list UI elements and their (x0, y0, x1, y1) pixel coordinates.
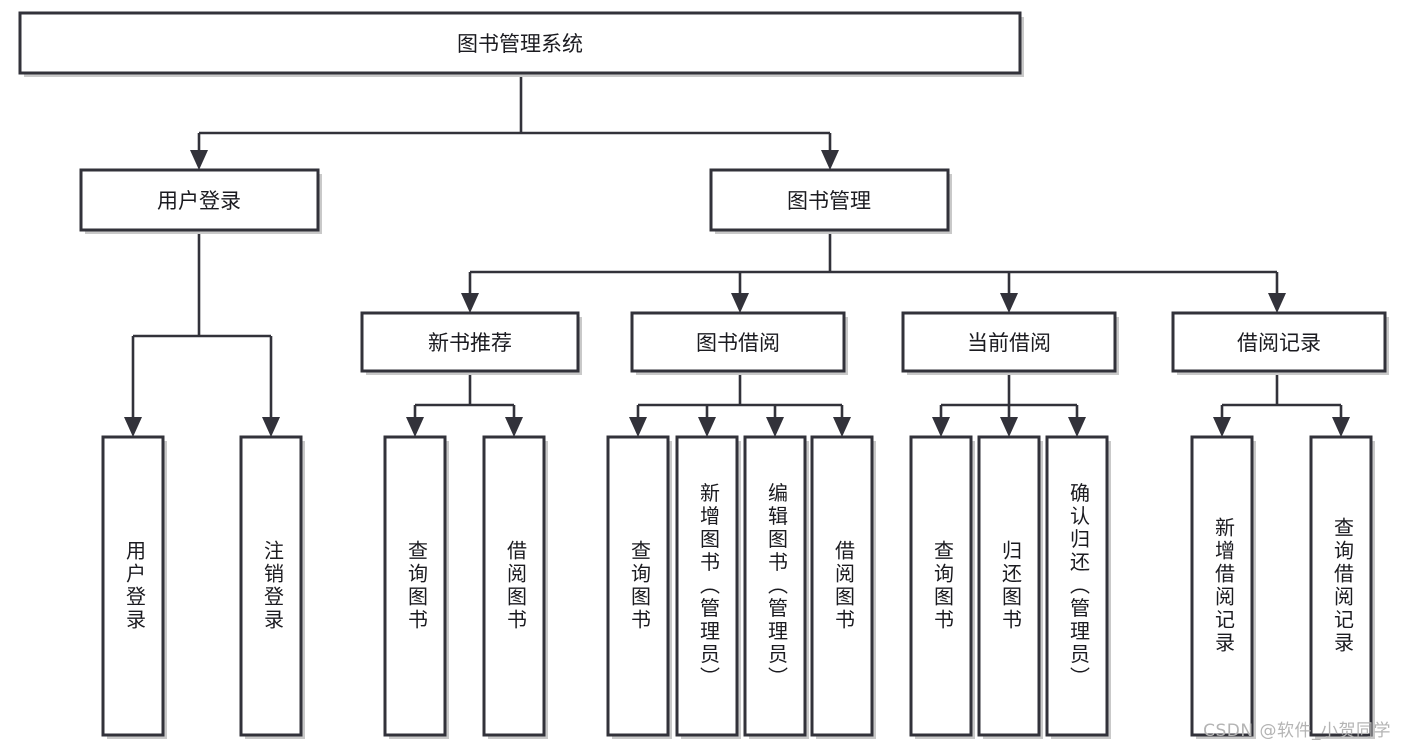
node-leaf-borrow-book-1[interactable]: 借阅图书 (482, 435, 548, 739)
node-leaf-query-book-1-label: 查询图书 (405, 540, 429, 632)
node-leaf-user-login-label: 用户登录 (123, 540, 147, 632)
node-leaf-query-book-2-label: 查询图书 (628, 540, 652, 632)
node-leaf-logout-login[interactable]: 注销登录 (239, 435, 305, 739)
node-new-book-recommend-label: 新书推荐 (428, 331, 512, 355)
node-leaf-return-book[interactable]: 归还图书 (977, 435, 1043, 739)
node-book-management-label: 图书管理 (787, 189, 871, 213)
node-leaf-confirm-return-label: 确认归还（管理员） (1067, 482, 1091, 689)
node-leaf-edit-book[interactable]: 编辑图书（管理员） (743, 435, 809, 739)
node-borrow-record-label: 借阅记录 (1237, 331, 1321, 355)
node-leaf-query-record-label: 查询借阅记录 (1331, 517, 1355, 655)
arrow-to-leaf-add-book (698, 417, 716, 437)
node-book-borrow[interactable]: 图书借阅 (630, 311, 848, 375)
node-leaf-logout-login-label: 注销登录 (261, 540, 285, 632)
arrow-to-borrow-record (1268, 293, 1286, 313)
arrow-to-leaf-query-book-1 (406, 417, 424, 437)
arrow-to-leaf-query-book-3 (932, 417, 950, 437)
node-leaf-edit-book-label: 编辑图书（管理员） (765, 482, 789, 689)
connectors-user-login-to-leaves (124, 232, 280, 437)
node-borrow-record[interactable]: 借阅记录 (1171, 311, 1389, 375)
node-leaf-add-record-label: 新增借阅记录 (1212, 517, 1236, 655)
node-leaf-borrow-book-2-label: 借阅图书 (832, 540, 856, 632)
node-book-borrow-label: 图书借阅 (696, 331, 780, 355)
node-leaf-query-book-3[interactable]: 查询图书 (909, 435, 975, 739)
node-book-management[interactable]: 图书管理 (709, 168, 952, 234)
node-leaf-borrow-book-2[interactable]: 借阅图书 (810, 435, 876, 739)
arrow-to-leaf-query-record (1332, 417, 1350, 437)
node-user-login-label: 用户登录 (157, 189, 241, 213)
connectors-new-book-recommend-to-leaves (406, 374, 523, 437)
node-leaf-return-book-label: 归还图书 (999, 540, 1023, 632)
node-leaf-user-login[interactable]: 用户登录 (101, 435, 167, 739)
arrow-to-leaf-borrow-book-2 (833, 417, 851, 437)
connectors-current-borrow-to-leaves (932, 374, 1086, 437)
arrow-to-leaf-logout-login (262, 417, 280, 437)
arrow-to-leaf-edit-book (766, 417, 784, 437)
connectors-borrow-record-to-leaves (1213, 374, 1350, 437)
node-leaf-query-book-3-label: 查询图书 (931, 540, 955, 632)
node-leaf-query-book-2[interactable]: 查询图书 (606, 435, 672, 739)
node-current-borrow-label: 当前借阅 (967, 331, 1051, 355)
arrow-to-book-borrow (731, 293, 749, 313)
node-leaf-confirm-return[interactable]: 确认归还（管理员） (1045, 435, 1111, 739)
node-new-book-recommend[interactable]: 新书推荐 (360, 311, 582, 375)
arrow-to-leaf-confirm-return (1068, 417, 1086, 437)
node-root[interactable]: 图书管理系统 (18, 11, 1024, 77)
node-current-borrow[interactable]: 当前借阅 (901, 311, 1119, 375)
connectors-book-borrow-to-leaves (629, 374, 851, 437)
node-leaf-query-book-1[interactable]: 查询图书 (383, 435, 449, 739)
arrow-to-leaf-borrow-book-1 (505, 417, 523, 437)
arrow-to-new-book-recommend (461, 293, 479, 313)
node-leaf-add-record[interactable]: 新增借阅记录 (1190, 435, 1256, 739)
arrow-to-user-login (190, 150, 208, 170)
arrow-to-leaf-user-login (124, 417, 142, 437)
node-leaf-add-book[interactable]: 新增图书（管理员） (675, 435, 741, 739)
node-leaf-borrow-book-1-label: 借阅图书 (504, 540, 528, 632)
node-user-login[interactable]: 用户登录 (79, 168, 322, 234)
connectors-book-management-to-level3 (461, 232, 1286, 313)
node-root-label: 图书管理系统 (457, 32, 583, 56)
node-leaf-query-record[interactable]: 查询借阅记录 (1309, 435, 1375, 739)
node-leaf-add-book-label: 新增图书（管理员） (697, 482, 721, 689)
connectors-root-to-level2 (190, 75, 839, 170)
arrow-to-book-management (821, 150, 839, 170)
arrow-to-leaf-return-book (1000, 417, 1018, 437)
arrow-to-leaf-query-book-2 (629, 417, 647, 437)
arrow-to-current-borrow (1000, 293, 1018, 313)
arrow-to-leaf-add-record (1213, 417, 1231, 437)
